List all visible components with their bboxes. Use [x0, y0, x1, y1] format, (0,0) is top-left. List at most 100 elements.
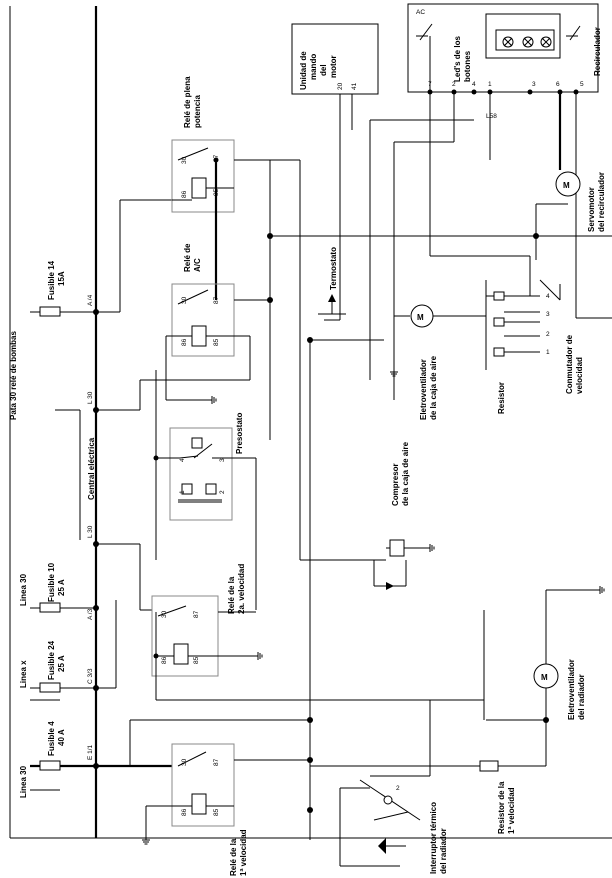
central-electrica-label: Central eléctrica	[87, 437, 96, 500]
unidad-mando-motor	[291, 23, 379, 130]
fusible10-label-1: Fusible 10	[47, 562, 56, 602]
panel-pin3: 3	[532, 81, 536, 88]
pin-a3: A /3	[87, 608, 94, 620]
unidad-label-3: del	[319, 64, 328, 76]
rele-1a-velocidad	[145, 743, 310, 840]
resistor-conmutador	[460, 279, 561, 370]
leds-label-1: Led's de los	[453, 36, 462, 82]
v2-pin30: 30	[161, 610, 168, 618]
fusible10-label-2: 25 A	[57, 579, 66, 596]
linea30-top-label: Linea 30	[19, 573, 28, 606]
ventilador-rad-label-1: Eletroventilador	[567, 659, 576, 720]
pin-c33: C 3/3	[87, 668, 94, 684]
pata30-label: Pata 30 relé de bombas	[9, 331, 18, 420]
ventilador-rad-m: M	[541, 673, 548, 682]
fusible4-label-2: 40 A	[57, 729, 66, 746]
fusible4-symbol	[39, 760, 61, 771]
servomotor-m: M	[563, 181, 570, 190]
ac-pin30: 30	[181, 296, 188, 304]
panel-pin5: 5	[580, 81, 584, 88]
pin-e11: E 1/1	[87, 744, 94, 760]
interruptor-pin2: 2	[396, 785, 400, 792]
conmutador-pin4: 4	[546, 293, 550, 300]
vertical-wires	[267, 94, 612, 840]
unidad-pin41: 41	[351, 82, 358, 90]
rele-plena-label-1: Relé de plena	[183, 76, 192, 128]
termostato-label: Termostato	[329, 247, 338, 290]
fusible24-label-2: 25 A	[57, 655, 66, 672]
presostato-pin1: 1	[179, 490, 186, 494]
servomotor-recirculador	[489, 92, 612, 319]
panel-pin1: 1	[488, 81, 492, 88]
fusible24-label-1: Fusible 24	[47, 640, 56, 680]
unidad-pin20: 20	[337, 82, 344, 90]
panel-pin6: 6	[556, 81, 560, 88]
interruptor-label-1: Interruptor térmico	[429, 802, 438, 874]
rele-plena-label-2: potencia	[193, 95, 202, 128]
presostato-label: Presostato	[235, 413, 244, 454]
termostato	[318, 294, 346, 321]
fuse-lines	[30, 306, 96, 791]
v1-pin87: 87	[213, 758, 220, 766]
unidad-label-2: mando	[309, 54, 318, 80]
panel-pin2: 2	[452, 81, 456, 88]
panel-pin4: 4	[472, 81, 476, 88]
conmutador-label-1: Conmutador de	[565, 334, 574, 394]
linea30-bottom-label: Linea 30	[19, 765, 28, 798]
v2-pin85: 85	[193, 656, 200, 664]
unidad-label-4: motor	[329, 55, 338, 78]
fusible14-label-1: Fusible 14	[47, 260, 56, 300]
eletroventilador-radiador	[310, 589, 600, 772]
main-bus	[9, 6, 612, 839]
resistor-1a-label-2: 1ª velocidad	[507, 787, 516, 834]
presostato-pin4: 4	[179, 458, 186, 462]
ventilador-rad-label-2: del radiador	[577, 674, 586, 720]
ground-symbols	[142, 371, 605, 845]
linea-x-label: Linea x	[19, 660, 28, 688]
rele-plena-potencia	[171, 139, 270, 300]
panel-pin7: 7	[428, 81, 432, 88]
v2-pin86: 86	[161, 656, 168, 664]
resistor-1a-label-1: Resistor de la	[497, 781, 506, 834]
rele-2a-velocidad	[151, 595, 484, 701]
leds-label-2: botones	[463, 50, 472, 82]
conmutador-label-2: velocidad	[575, 357, 584, 394]
feeds	[55, 199, 310, 768]
ac-pin85: 85	[213, 338, 220, 346]
ventilador-caja-label-1: Eletroventilador	[419, 359, 428, 420]
pin-l30-a: L 30	[87, 391, 94, 404]
fusible10-symbol	[39, 602, 61, 613]
ventilador-caja-label-2: de la caja de aire	[429, 355, 438, 420]
rele-2a-label-2: 2a. velocidad	[237, 564, 246, 614]
conmutador-pin2: 2	[546, 331, 550, 338]
interruptor-termico	[339, 700, 431, 867]
rele-ac	[139, 283, 273, 410]
resistor-label: Resistor	[497, 382, 506, 414]
fusible14-label-2: 15A	[57, 271, 66, 286]
rele-ac-label-1: Relé de	[183, 243, 192, 272]
ventilador-caja-m: M	[417, 313, 424, 322]
pin-a4: A /4	[87, 294, 94, 306]
compresor-label-1: Compresor	[391, 463, 400, 506]
ac-pin86: 86	[181, 338, 188, 346]
control-panel	[407, 3, 599, 93]
servomotor-label-2: del recirculador	[597, 172, 606, 232]
recirculador-label: Recirculador	[593, 27, 602, 76]
l58-label: L58	[486, 113, 497, 120]
rele-1a-label-1: Relé de la	[229, 838, 238, 876]
unidad-label-1: Unidad de	[299, 51, 308, 90]
eletroventilador-caja	[393, 304, 460, 372]
pin-l30-b: L 30	[87, 525, 94, 538]
v2-pin87: 87	[193, 610, 200, 618]
ac-pin87: 87	[213, 296, 220, 304]
presostato	[153, 370, 257, 610]
plena-pin86: 86	[181, 190, 188, 198]
presostato-pin2: 2	[219, 490, 226, 494]
servomotor-label-1: Servomotor	[587, 187, 596, 232]
rele-ac-label-2: A/C	[193, 258, 202, 272]
compresor	[373, 539, 430, 590]
plena-pin30: 30	[181, 156, 188, 164]
fusible14-symbol	[39, 306, 61, 317]
v1-pin86: 86	[181, 808, 188, 816]
interruptor-label-2: del radiador	[439, 828, 448, 874]
